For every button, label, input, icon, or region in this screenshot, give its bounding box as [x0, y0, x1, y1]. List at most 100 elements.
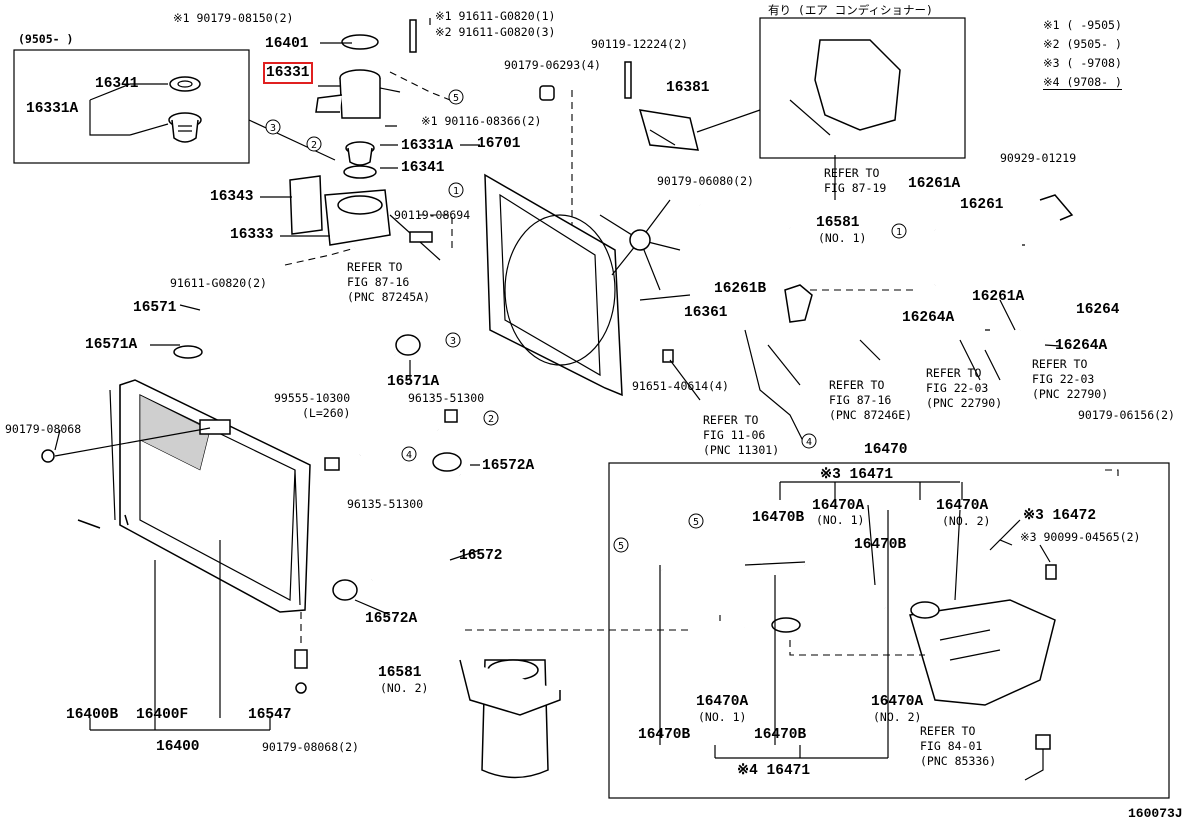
- inset-box-ac: [759, 17, 966, 159]
- part-label[interactable]: 16400: [156, 739, 200, 755]
- part-label[interactable]: 90179-06293(4): [504, 58, 601, 72]
- part-label[interactable]: ※1 90179-08150(2): [173, 11, 294, 25]
- svg-text:5: 5: [453, 93, 459, 104]
- inset-ac-title: 有り (エア コンディショナー): [768, 3, 933, 17]
- legend-row: ※3 ( -9708): [1043, 56, 1122, 70]
- part-label[interactable]: 16571A: [387, 374, 440, 390]
- part-label[interactable]: 16264A: [1055, 338, 1108, 354]
- part-label[interactable]: 16400F: [136, 707, 189, 723]
- part-label[interactable]: 16331A: [401, 138, 454, 154]
- part-label[interactable]: 90179-06080(2): [657, 174, 754, 188]
- part-label[interactable]: 91651-40614(4): [632, 379, 729, 393]
- part-label[interactable]: 16571A: [85, 337, 138, 353]
- svg-text:5: 5: [618, 541, 624, 552]
- part-label[interactable]: 16572A: [365, 611, 418, 627]
- part-label[interactable]: 16572: [459, 548, 503, 564]
- part-label[interactable]: 16470: [864, 442, 908, 458]
- svg-text:4: 4: [806, 437, 812, 448]
- part-label[interactable]: (NO. 2): [942, 514, 991, 528]
- part-label[interactable]: 16333: [230, 227, 274, 243]
- refer-note[interactable]: REFER TO FIG 87-16 (PNC 87245A): [347, 260, 431, 304]
- overflow-hose-icon: [661, 569, 746, 631]
- part-label[interactable]: 16341: [95, 76, 139, 92]
- part-label[interactable]: 90929-01219: [1000, 151, 1077, 165]
- part-label[interactable]: 16264A: [902, 310, 955, 326]
- part-label[interactable]: (NO. 2): [873, 710, 922, 724]
- part-label[interactable]: (NO. 1): [698, 710, 747, 724]
- part-label[interactable]: 16261: [960, 197, 1004, 213]
- bolt-icon: [1045, 564, 1057, 580]
- part-label[interactable]: 16264: [1076, 302, 1120, 318]
- part-label[interactable]: 16361: [684, 305, 728, 321]
- marker-circle: 3: [265, 119, 281, 135]
- sensor-icon: [1035, 734, 1051, 750]
- refer-note[interactable]: REFER TO FIG 87-16 (PNC 87246E): [829, 378, 913, 422]
- part-label[interactable]: ※2 91611-G0820(3): [435, 25, 556, 39]
- part-label[interactable]: 16581: [378, 665, 422, 681]
- plug-icon: [41, 449, 55, 463]
- part-label-highlighted[interactable]: 16331: [263, 62, 313, 84]
- part-label[interactable]: 90179-06156(2): [1078, 408, 1175, 422]
- part-label[interactable]: ※1 91611-G0820(1): [435, 9, 556, 23]
- part-label[interactable]: 16547: [248, 707, 292, 723]
- part-label[interactable]: ※3 16472: [1023, 508, 1097, 524]
- water-outlet-icon: [315, 19, 417, 119]
- refer-note[interactable]: REFER TO FIG 87-19: [824, 166, 887, 195]
- part-label[interactable]: ※4 16471: [737, 763, 811, 779]
- part-label[interactable]: 16381: [666, 80, 710, 96]
- part-label[interactable]: 96135-51300: [347, 497, 424, 511]
- nut-icon: [539, 85, 555, 101]
- part-label[interactable]: 16400B: [66, 707, 119, 723]
- part-label[interactable]: 16581: [816, 215, 860, 231]
- part-label[interactable]: 16341: [401, 160, 445, 176]
- part-label[interactable]: 16343: [210, 189, 254, 205]
- part-label[interactable]: 16571: [133, 300, 177, 316]
- part-label[interactable]: 16470A: [871, 694, 924, 710]
- part-label[interactable]: 96135-51300: [408, 391, 485, 405]
- part-label[interactable]: (NO. 2): [380, 681, 429, 695]
- part-label[interactable]: (L=260): [302, 406, 351, 420]
- part-label[interactable]: 91611-G0820(2): [170, 276, 267, 290]
- inset-box-left: [13, 49, 250, 164]
- part-label[interactable]: 99555-10300: [274, 391, 351, 405]
- part-label[interactable]: (NO. 1): [816, 513, 865, 527]
- part-label[interactable]: 16470A: [936, 498, 989, 514]
- part-label[interactable]: ※1 90116-08366(2): [421, 114, 542, 128]
- part-label[interactable]: 16261A: [908, 176, 961, 192]
- part-label[interactable]: 90119-08694: [394, 208, 471, 222]
- part-label[interactable]: 16470A: [812, 498, 865, 514]
- thermostat-icon: [168, 112, 202, 143]
- part-label[interactable]: 90119-12224(2): [591, 37, 688, 51]
- part-label[interactable]: 16470B: [638, 727, 691, 743]
- refer-note[interactable]: REFER TO FIG 22-03 (PNC 22790): [926, 366, 1003, 410]
- part-label[interactable]: 16572A: [482, 458, 535, 474]
- refer-note[interactable]: REFER TO FIG 84-01 (PNC 85336): [920, 724, 997, 768]
- water-by-pass-pipe-icon: [784, 284, 813, 323]
- part-label[interactable]: ※3 90099-04565(2): [1020, 530, 1141, 544]
- part-label[interactable]: 16470A: [696, 694, 749, 710]
- part-label[interactable]: 16470B: [752, 510, 805, 526]
- part-label[interactable]: 16261B: [714, 281, 767, 297]
- marker-circle: 1: [891, 223, 907, 239]
- ac-bracket-icon: [814, 39, 901, 131]
- refer-note[interactable]: REFER TO FIG 22-03 (PNC 22790): [1032, 357, 1109, 401]
- part-label[interactable]: ※3 16471: [820, 467, 894, 483]
- part-label[interactable]: 16331A: [26, 101, 79, 117]
- part-label[interactable]: 16401: [265, 36, 309, 52]
- bolt-icon: [624, 61, 632, 99]
- diagram-id: 160073J: [1128, 806, 1183, 821]
- marker-circle: 4: [801, 433, 817, 449]
- clamp-icon: [332, 579, 358, 601]
- part-label[interactable]: 16470B: [854, 537, 907, 553]
- part-label[interactable]: 16261A: [972, 289, 1025, 305]
- part-label[interactable]: 16701: [477, 136, 521, 152]
- legend-row: ※1 ( -9505): [1043, 18, 1122, 32]
- part-label[interactable]: 90179-08068: [5, 422, 82, 436]
- refer-note[interactable]: REFER TO FIG 11-06 (PNC 11301): [703, 413, 780, 457]
- part-label[interactable]: 90179-08068(2): [262, 740, 359, 754]
- svg-text:1: 1: [453, 186, 459, 197]
- part-label[interactable]: 16470B: [754, 727, 807, 743]
- part-label[interactable]: (NO. 1): [818, 231, 867, 245]
- clip-icon: [1039, 194, 1074, 221]
